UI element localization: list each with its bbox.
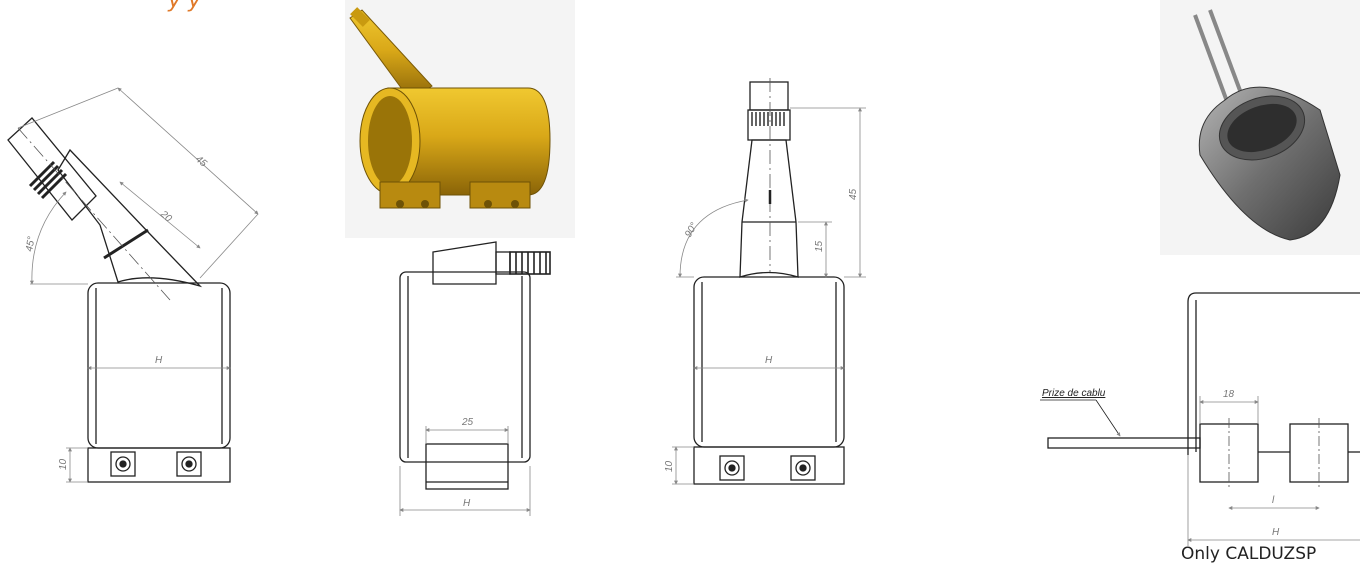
dim-width-label: H	[1272, 527, 1280, 538]
screw-icon	[790, 455, 816, 481]
connector-ribs	[509, 251, 551, 275]
screw-icon	[110, 451, 136, 477]
dim-tab-label: 10	[664, 460, 675, 472]
screw-icon	[719, 455, 745, 481]
figure-caption: Only CALDUZSP	[1181, 544, 1317, 564]
dim-inner-label: 20	[157, 208, 174, 225]
dim-spacing-label: l	[1272, 495, 1275, 506]
dim-width-label: H	[765, 355, 773, 366]
dim-angle-label: 90°	[683, 221, 700, 240]
dim-width-label: H	[463, 498, 471, 509]
screw-icon	[176, 451, 202, 477]
drawing-cable-socket	[1047, 292, 1360, 490]
steel-heater-render	[1160, 0, 1360, 255]
heater-body	[399, 271, 531, 463]
dim-length-label: 45	[848, 188, 859, 200]
drawing-angled-outlet	[7, 117, 231, 483]
straight-outlet	[739, 78, 799, 278]
clamp-tab	[425, 443, 509, 490]
drawing2-dimensions	[399, 426, 531, 516]
dim-block-label: 18	[1223, 389, 1235, 400]
brass-heater-render	[345, 0, 575, 238]
clamp-tab	[693, 446, 845, 485]
header-fragment: y y	[168, 0, 202, 13]
dim-tab-label: 10	[58, 458, 69, 470]
angled-outlet	[7, 117, 203, 301]
heater-body	[1187, 292, 1360, 455]
drawing3-dimensions	[672, 107, 866, 485]
dim-stem-label: 15	[814, 240, 825, 252]
drawing4-dimensions	[1040, 396, 1360, 546]
dim-width-label: H	[155, 355, 163, 366]
drawing-straight-outlet	[693, 78, 845, 485]
dim-slot-label: 25	[461, 417, 474, 428]
clamp-tab	[87, 447, 231, 483]
drawing1-dimensions	[17, 87, 259, 483]
cable-strip	[1047, 437, 1201, 449]
cable-outlet	[432, 241, 497, 285]
drawing-side-view	[399, 241, 551, 490]
dim-angle-label: 45°	[24, 236, 37, 253]
cable-socket-callout: Prize de cablu	[1042, 388, 1106, 399]
